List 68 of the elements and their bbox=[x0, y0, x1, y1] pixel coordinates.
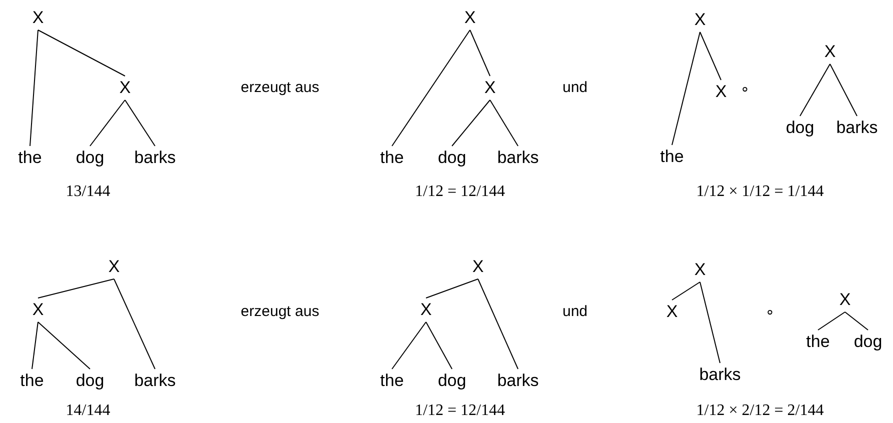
tree-branch bbox=[114, 278, 156, 370]
tree-branch bbox=[426, 278, 478, 298]
tree-node-label: barks bbox=[133, 369, 177, 393]
tree-branch bbox=[700, 282, 720, 364]
tree-node-label: X bbox=[714, 80, 728, 104]
tree-branch bbox=[426, 322, 452, 370]
tree-branch bbox=[452, 100, 490, 146]
tree-node-label: X bbox=[693, 8, 707, 32]
tree-branch bbox=[830, 64, 858, 116]
tree-node-label: the bbox=[659, 145, 685, 169]
probability-formula: 1/12 × 2/12 = 2/144 bbox=[696, 402, 824, 420]
tree-branch bbox=[672, 282, 700, 300]
tree-node-label: dog bbox=[74, 146, 106, 170]
tree-node-label: X bbox=[483, 76, 497, 100]
probability-formula: 1/12 × 1/12 = 1/144 bbox=[696, 183, 824, 201]
tree-node-label: barks bbox=[496, 369, 540, 393]
tree-branch bbox=[700, 32, 722, 80]
tree-branch bbox=[800, 64, 830, 116]
relation-text: erzeugt aus bbox=[240, 79, 320, 97]
tree-node-label: dog bbox=[74, 369, 106, 393]
tree-node-label: X bbox=[419, 298, 433, 322]
tree-node-label: X bbox=[463, 6, 477, 30]
relation-text: erzeugt aus bbox=[240, 303, 320, 321]
tree-branch bbox=[32, 322, 38, 370]
tree-node-label: X bbox=[693, 258, 707, 282]
tree-branch bbox=[844, 312, 868, 330]
tree-branch bbox=[470, 30, 490, 76]
tree-node-label: barks bbox=[496, 146, 540, 170]
tree-branch bbox=[38, 322, 90, 370]
tree-node-label: dog bbox=[784, 116, 816, 140]
tree-node-label: the bbox=[17, 146, 43, 170]
tree-node-label: X bbox=[838, 288, 852, 312]
tree-node-label: X bbox=[107, 255, 121, 279]
tree-node-label: X bbox=[31, 6, 45, 30]
tree-node-label: dog bbox=[852, 330, 884, 354]
tree-node-label: dog bbox=[436, 369, 468, 393]
tree-node-label: the bbox=[379, 369, 405, 393]
tree-node-label: barks bbox=[698, 363, 742, 387]
tree-node-label: X bbox=[31, 298, 45, 322]
tree-branch bbox=[818, 312, 846, 330]
tree-node-label: barks bbox=[133, 146, 177, 170]
tree-branch bbox=[124, 100, 156, 146]
relation-text: und bbox=[562, 303, 588, 321]
tree-branch bbox=[490, 100, 518, 146]
probability-formula: 1/12 = 12/144 bbox=[415, 402, 505, 420]
tree-branch bbox=[38, 278, 114, 298]
composition-symbol: ∘ bbox=[740, 80, 750, 98]
tree-node-label: X bbox=[118, 76, 132, 100]
composition-symbol: ∘ bbox=[765, 303, 775, 321]
tree-branch bbox=[672, 32, 700, 146]
tree-node-label: barks bbox=[835, 116, 879, 140]
relation-text: und bbox=[562, 79, 588, 97]
probability-formula: 13/144 bbox=[66, 183, 110, 201]
probability-formula: 1/12 = 12/144 bbox=[415, 183, 505, 201]
tree-branch bbox=[392, 30, 470, 146]
tree-node-label: the bbox=[805, 330, 831, 354]
tree-node-label: the bbox=[379, 146, 405, 170]
tree-branch bbox=[30, 30, 38, 146]
tree-node-label: X bbox=[471, 255, 485, 279]
tree-branch bbox=[90, 100, 126, 146]
probability-formula: 14/144 bbox=[66, 402, 110, 420]
tree-branch bbox=[478, 278, 518, 370]
tree-branch bbox=[38, 30, 126, 76]
tree-branch bbox=[392, 322, 426, 370]
tree-node-label: X bbox=[665, 300, 679, 324]
tree-node-label: the bbox=[19, 369, 45, 393]
tree-node-label: dog bbox=[436, 146, 468, 170]
tree-node-label: X bbox=[823, 40, 837, 64]
